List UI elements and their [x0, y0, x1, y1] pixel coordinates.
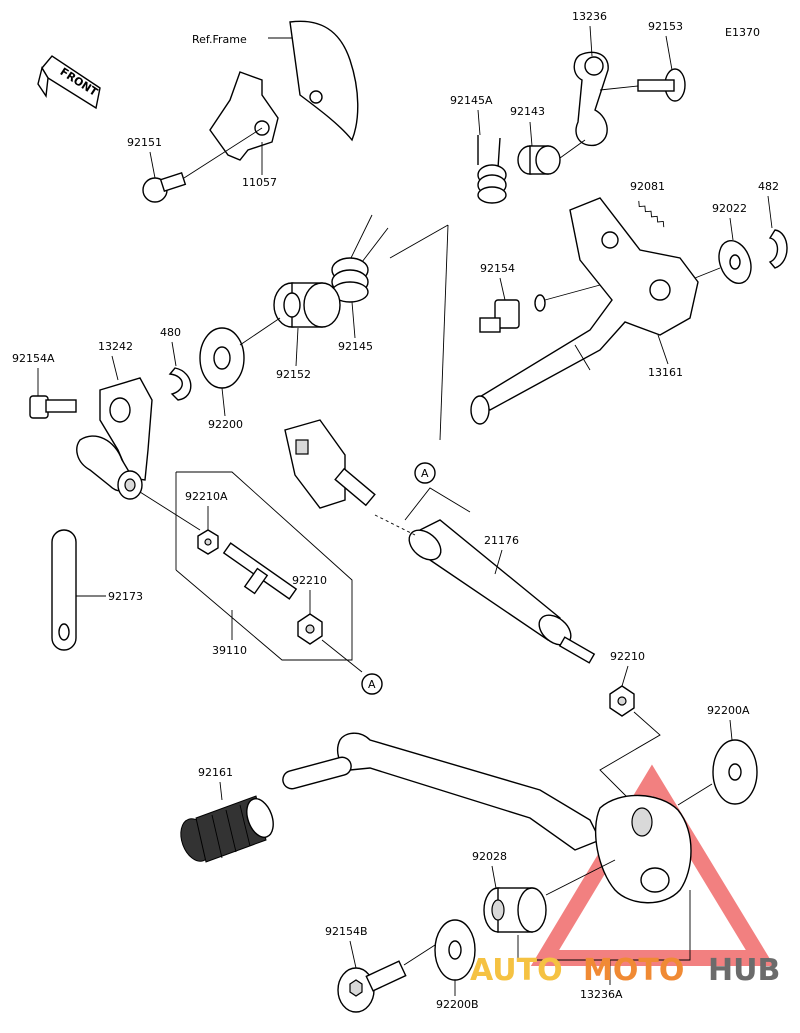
label-92154: 92154 [480, 262, 515, 275]
frame-hole [309, 90, 323, 104]
label-92151: 92151 [127, 136, 162, 149]
frame-bracket [289, 20, 359, 142]
label-92152: 92152 [276, 368, 311, 381]
ref-marker-a-lower [361, 673, 383, 695]
ref-frame-label: Ref.Frame [192, 33, 247, 46]
shift-sensor-connector [284, 419, 376, 509]
brand-triangle-icon [530, 764, 775, 966]
ref-marker-a-upper-text: A [421, 467, 429, 480]
label-92210-b: 92210 [610, 650, 645, 663]
washer-92022 [718, 239, 752, 285]
collar-92028 [483, 887, 547, 933]
bolt-92154 [479, 294, 546, 333]
label-92145: 92145 [338, 340, 373, 353]
label-92154A: 92154A [12, 352, 55, 365]
lever-13242 [76, 377, 153, 500]
clip-482 [768, 229, 788, 269]
diagram-code: E1370 [725, 26, 760, 39]
label-13242: 13242 [98, 340, 133, 353]
label-92153: 92153 [648, 20, 683, 33]
washer-92200 [199, 327, 245, 389]
label-92173: 92173 [108, 590, 143, 603]
ref-marker-a-upper [414, 462, 436, 484]
label-11057: 11057 [242, 176, 277, 189]
washer-92200A [712, 739, 758, 805]
arm-13236 [573, 51, 609, 147]
label-92081: 92081 [630, 180, 665, 193]
label-92200B: 92200B [436, 998, 479, 1011]
brand-auto: AUTO [470, 953, 563, 988]
nut-92210A [197, 529, 219, 555]
ref-marker-a-lower-text: A [368, 678, 376, 691]
collar-92152 [273, 282, 341, 328]
label-92154B: 92154B [325, 925, 368, 938]
label-92143: 92143 [510, 105, 545, 118]
nut-92210-upper [297, 613, 323, 645]
shift-pedal-lever [282, 732, 692, 904]
nut-92210-lower [609, 685, 635, 717]
label-92210-a: 92210 [292, 574, 327, 587]
label-21176: 21176 [484, 534, 519, 547]
spring-92081 [638, 200, 665, 228]
label-92200A: 92200A [707, 704, 750, 717]
sensor-21176 [374, 514, 596, 664]
label-92200: 92200 [208, 418, 243, 431]
label-13236: 13236 [572, 10, 607, 23]
label-92145A: 92145A [450, 94, 493, 107]
group-13236A-outline [517, 890, 691, 961]
bracket-11057 [209, 71, 279, 161]
bolt-92153 [637, 68, 686, 102]
shaft-13161 [470, 197, 699, 425]
label-92210A: 92210A [185, 490, 228, 503]
label-92028: 92028 [472, 850, 507, 863]
bolt-92154A [29, 395, 77, 419]
label-13161: 13161 [648, 366, 683, 379]
brand-hub: HUB [708, 953, 780, 988]
brand-moto: MOTO [583, 953, 684, 988]
front-arrow-icon [37, 55, 101, 110]
label-13236A: 13236A [580, 988, 623, 1001]
label-480: 480 [160, 326, 181, 339]
band-92173 [51, 529, 77, 651]
washer-92200B [434, 919, 476, 981]
circlip-480 [168, 367, 192, 401]
label-39110: 39110 [212, 644, 247, 657]
bolt-92154B [337, 960, 407, 1013]
label-92161: 92161 [198, 766, 233, 779]
rubber-92161 [180, 795, 274, 863]
label-482: 482 [758, 180, 779, 193]
spring-92145A [477, 135, 507, 204]
label-92022: 92022 [712, 202, 747, 215]
bolt-92151 [142, 172, 187, 203]
collar-92143 [517, 145, 561, 175]
spring-92145 [331, 214, 389, 303]
arm-pivot [584, 56, 604, 76]
rod-39110 [222, 542, 298, 600]
rod-group-outline [175, 471, 353, 661]
